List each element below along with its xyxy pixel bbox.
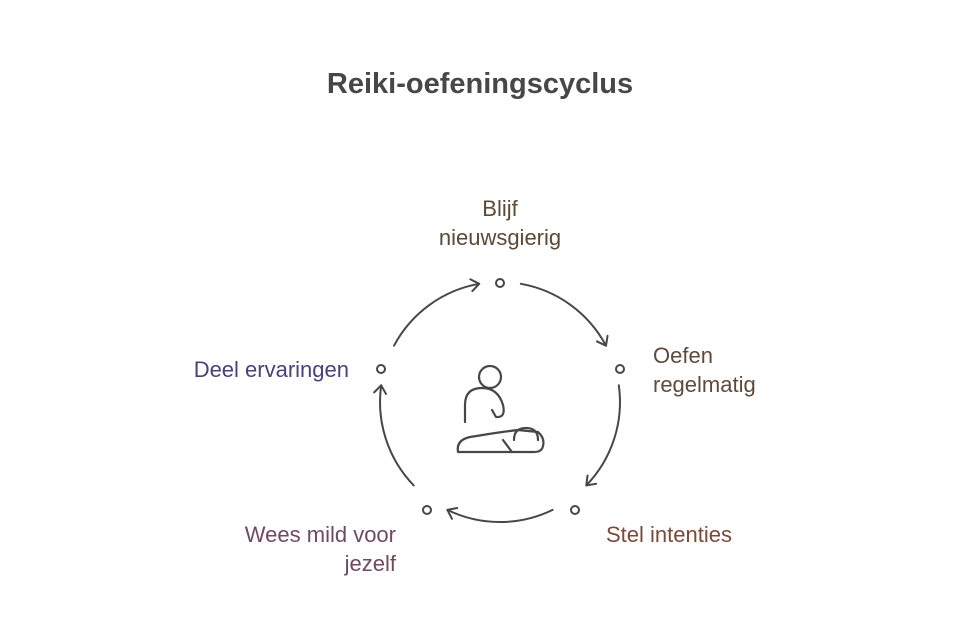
step-label-stel-intenties: Stel intenties xyxy=(606,520,732,549)
step-1-line-2: nieuwsgierig xyxy=(438,225,562,250)
cycle-arrow-5 xyxy=(393,278,481,347)
step-4-line-2: jezelf xyxy=(344,551,396,576)
step-2-line-1: Oefen xyxy=(653,343,713,368)
step-4-line-1: Wees mild voor xyxy=(244,522,396,547)
node-dot-3 xyxy=(570,505,580,515)
step-label-oefen-regelmatig: Oefen regelmatig xyxy=(653,341,756,399)
step-2-line-2: regelmatig xyxy=(653,372,756,397)
node-dot-2 xyxy=(615,364,625,374)
node-dot-5 xyxy=(376,364,386,374)
cycle-arrow-1 xyxy=(519,282,609,347)
step-label-wees-mild: Wees mild voor jezelf xyxy=(160,520,396,578)
node-dot-4 xyxy=(422,505,432,515)
reiki-treatment-icon xyxy=(456,364,545,454)
node-dot-1 xyxy=(495,278,505,288)
step-3-line-1: Stel intenties xyxy=(606,522,732,547)
diagram-title: Reiki-oefeningscyclus xyxy=(326,68,634,100)
step-label-deel-ervaringen: Deel ervaringen xyxy=(130,355,349,384)
cycle-arrow-4 xyxy=(373,384,415,487)
cycle-arrow-2 xyxy=(585,384,621,487)
step-1-line-1: Blijf xyxy=(482,196,518,221)
step-5-line-1: Deel ervaringen xyxy=(193,357,349,382)
step-label-blijf-nieuwsgierig: Blijf nieuwsgierig xyxy=(400,194,600,252)
cycle-arrow-3 xyxy=(446,507,554,524)
